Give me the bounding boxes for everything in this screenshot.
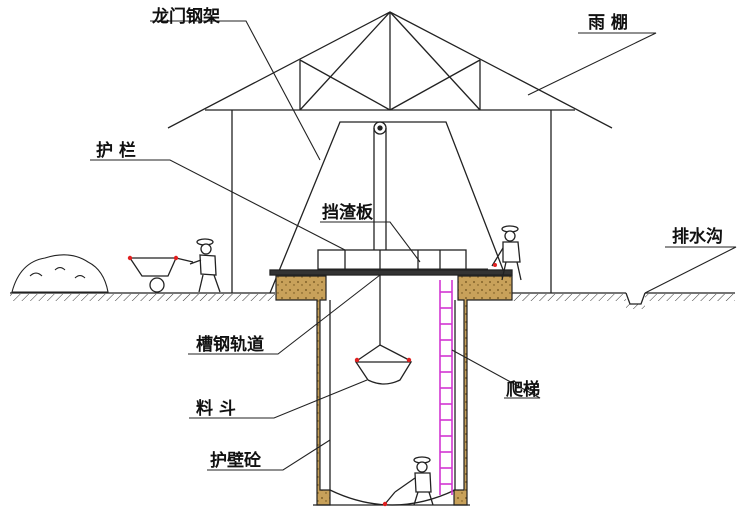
baffle-boards <box>269 249 513 276</box>
worker-digging <box>382 456 434 507</box>
label-baffle-board: 挡渣板 <box>322 203 373 223</box>
hopper-bucket <box>354 344 413 385</box>
label-wall-concrete: 护壁砼 <box>210 451 261 471</box>
ladder <box>439 280 453 495</box>
worker-right <box>491 225 522 281</box>
drainage-ditch <box>625 292 646 309</box>
canopy-roof <box>167 11 613 293</box>
label-railing: 护 栏 <box>96 141 136 161</box>
worker-left <box>189 238 221 293</box>
wheelbarrow <box>127 255 194 293</box>
shaft-walls <box>313 300 470 506</box>
label-canopy: 雨 棚 <box>588 13 628 33</box>
label-ladder: 爬梯 <box>506 380 540 400</box>
leader-lines <box>90 20 737 471</box>
collar-concrete <box>275 275 513 506</box>
sand-pile <box>11 254 109 293</box>
ground <box>10 292 735 301</box>
label-drainage-ditch: 排水沟 <box>672 227 723 247</box>
label-channel-rail: 槽钢轨道 <box>196 335 264 355</box>
gantry-frame <box>269 121 513 345</box>
label-hopper: 料 斗 <box>196 399 236 419</box>
label-gantry-frame: 龙门钢架 <box>152 7 220 27</box>
